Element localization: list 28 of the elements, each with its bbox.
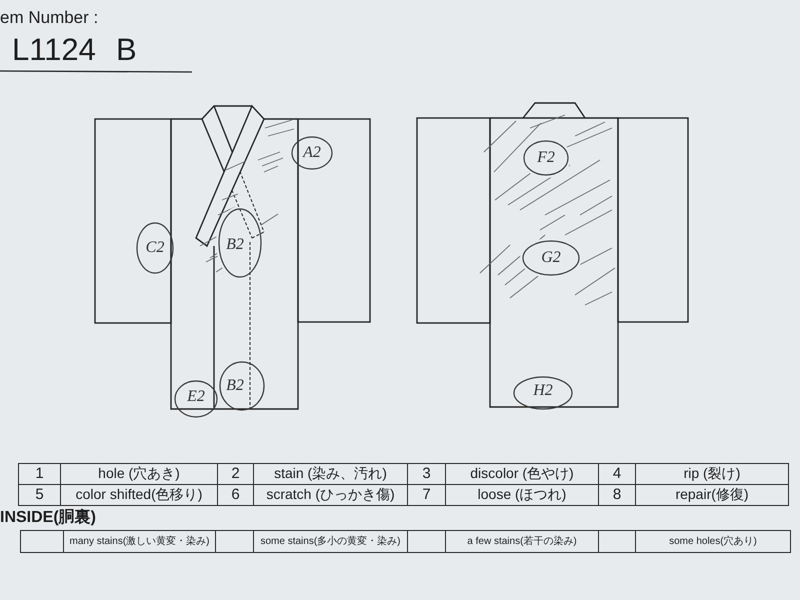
defect-type-label: rip (裂け) xyxy=(635,463,789,485)
circled-annotation xyxy=(174,380,218,418)
handwritten-code: C2 xyxy=(146,240,164,256)
circled-annotation xyxy=(522,240,580,276)
circled-annotation xyxy=(219,361,265,411)
handwritten-code: F2 xyxy=(537,150,555,166)
circled-annotation xyxy=(523,140,569,176)
handwritten-code: B2 xyxy=(226,378,244,394)
field-caption: em Number : xyxy=(0,9,98,28)
inside-condition-label: many stains(激しい黄変・染み) xyxy=(63,530,216,553)
handwritten-code: B2 xyxy=(226,237,244,253)
defect-number: 1 xyxy=(18,463,61,485)
handwritten-code: A2 xyxy=(303,145,321,161)
defect-number: 5 xyxy=(18,484,61,506)
section-heading: INSIDE(胴裏) xyxy=(0,509,96,527)
inside-condition-label: a few stains(若干の染み) xyxy=(445,530,599,553)
item-code: L1124 xyxy=(12,33,96,68)
circled-annotation xyxy=(513,376,573,410)
handwritten-code: G2 xyxy=(541,250,561,266)
defect-type-label: repair(修復) xyxy=(635,484,789,506)
circled-annotation xyxy=(136,222,174,274)
circled-annotation xyxy=(291,136,333,170)
inside-condition-label: some holes(穴あり) xyxy=(635,530,791,553)
handwritten-code: E2 xyxy=(187,389,205,405)
item-suffix: B xyxy=(116,33,137,68)
circled-annotation xyxy=(218,208,262,278)
handwritten-code: H2 xyxy=(533,383,553,399)
inside-condition-label: some stains(多小の黄変・染み) xyxy=(253,530,408,553)
